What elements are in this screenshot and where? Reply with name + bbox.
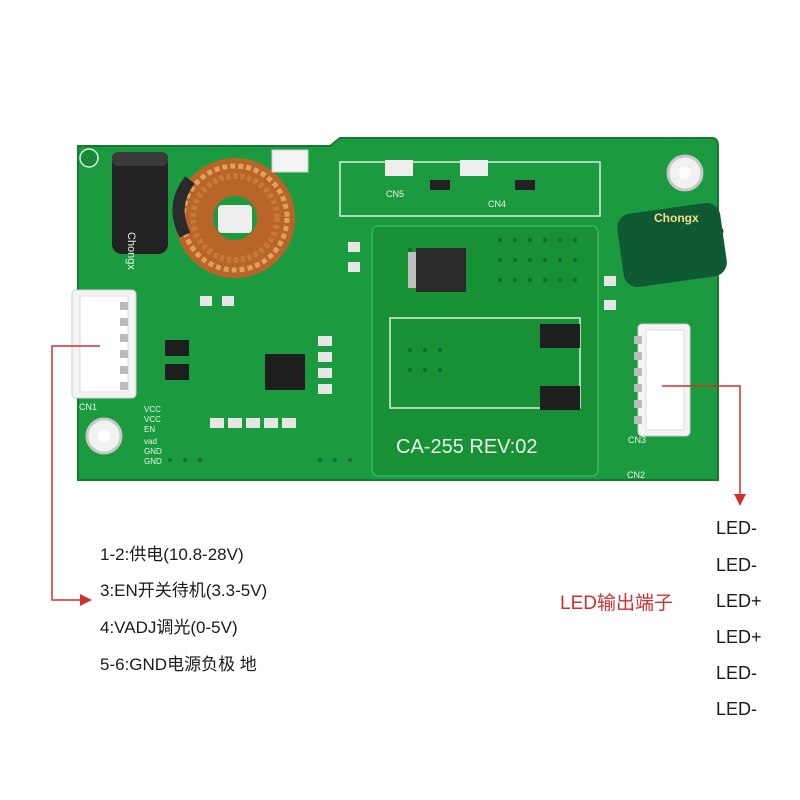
output-pin-2: LED- [716, 555, 758, 575]
note-ground: 5-6:GND电源负极 地 [100, 655, 257, 674]
svg-text:VCC: VCC [144, 405, 161, 414]
cn3-label: CN3 [628, 435, 646, 445]
svg-text:Chongx: Chongx [125, 232, 137, 270]
cn4-label: CN4 [488, 199, 506, 209]
output-pin-1: LED- [716, 518, 758, 538]
input-arrow-head [80, 594, 92, 606]
toroid-inductor [172, 158, 295, 278]
connector-cn5 [271, 149, 535, 190]
output-pin-3: LED+ [716, 591, 762, 611]
note-power: 1-2:供电(10.8-28V) [100, 545, 244, 564]
input-arrow [51, 345, 100, 601]
note-enable: 3:EN开关待机(3.3-5V) [100, 581, 268, 600]
cn5-label: CN5 [386, 189, 404, 199]
output-terminal-title: LED输出端子 [560, 593, 673, 614]
cn1-label: CN1 [79, 402, 97, 412]
output-pin-5: LED- [716, 663, 758, 683]
capacitor-right: Chongx [617, 202, 727, 288]
output-arrow-head [734, 494, 746, 506]
output-pin-4: LED+ [716, 627, 762, 647]
note-dimming: 4:VADJ调光(0-5V) [100, 618, 238, 637]
svg-text:vad: vad [144, 437, 157, 446]
output-connector-cn3 [634, 323, 691, 437]
pin-labels: VCC VCC EN vad GND GND [144, 405, 162, 466]
svg-text:GND: GND [144, 457, 162, 466]
cn2-label: CN2 [627, 470, 645, 480]
mounting-holes [79, 148, 704, 455]
ic-components [165, 248, 580, 410]
output-pin-6: LED- [716, 699, 758, 719]
capacitor-left: Chongx [112, 152, 168, 270]
svg-text:VCC: VCC [144, 415, 161, 424]
svg-text:GND: GND [144, 447, 162, 456]
output-arrow [662, 385, 741, 494]
board-model-label: CA-255 REV:02 [396, 436, 538, 458]
svg-text:EN: EN [144, 425, 155, 434]
input-connector-cn1 [71, 289, 137, 399]
smd-parts [200, 242, 616, 428]
svg-text:Chongx: Chongx [654, 211, 699, 225]
